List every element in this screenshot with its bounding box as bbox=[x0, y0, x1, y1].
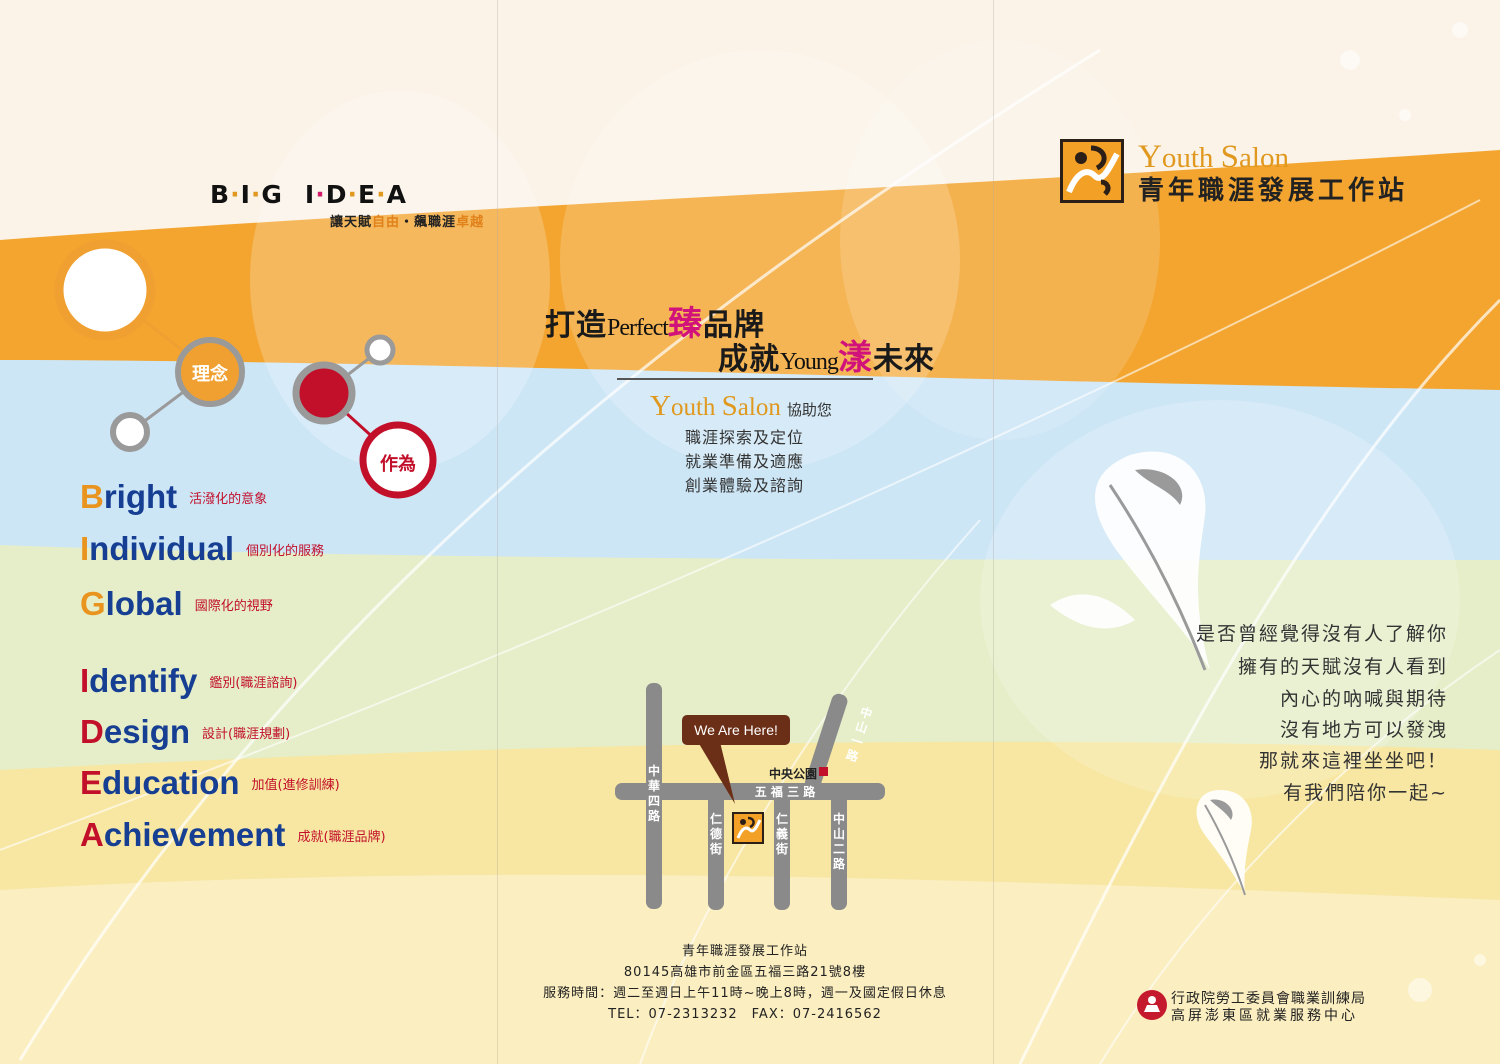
agency-logo-icon bbox=[1137, 990, 1167, 1020]
headline-divider bbox=[617, 378, 873, 380]
contact-info: TEL：07-2313232 FAX：07-2416562 bbox=[608, 1007, 882, 1022]
assist-item: 創業體驗及諮詢 bbox=[685, 476, 805, 495]
road-zhongshan2 bbox=[831, 790, 847, 910]
park-label: 中央公園 bbox=[769, 767, 818, 781]
assist-item: 就業準備及適應 bbox=[685, 452, 805, 471]
small-feather-icon bbox=[1196, 790, 1252, 896]
concept-label: 理念 bbox=[192, 364, 228, 385]
headline-line-1: 打造Perfect臻品牌 bbox=[545, 304, 765, 344]
location-logo-icon bbox=[732, 812, 764, 844]
feather-icon bbox=[1050, 451, 1210, 671]
assist-item: 職涯探索及定位 bbox=[685, 428, 805, 447]
action-label: 作為 bbox=[380, 454, 416, 475]
label-renyi: 仁義街 bbox=[775, 812, 788, 856]
label-wufu: 五 福 三 路 bbox=[754, 785, 816, 799]
headline-line-2: 成就Young漾未來 bbox=[718, 338, 935, 378]
location-bubble: We Are Here! bbox=[682, 715, 790, 745]
poem-line: 擁有的天賦沒有人看到 bbox=[1237, 656, 1448, 678]
logo-title-en: Youth Salon bbox=[1138, 139, 1289, 175]
address-name: 青年職涯發展工作站 bbox=[681, 944, 808, 959]
road-rende bbox=[708, 790, 724, 910]
service-hours: 服務時間：週二至週日上午11時~晚上8時，週一及國定假日休息 bbox=[543, 986, 947, 1001]
road-renyi bbox=[774, 790, 790, 910]
concept-diagram bbox=[54, 239, 437, 499]
label-zhonghua: 中華四路 bbox=[647, 764, 660, 823]
poem-line: 那就來這裡坐坐吧！ bbox=[1258, 750, 1448, 772]
poem-line: 有我們陪你一起~ bbox=[1283, 782, 1448, 804]
youth-salon-logo-icon bbox=[1060, 139, 1124, 203]
poem-line: 內心的吶喊與期待 bbox=[1279, 688, 1448, 710]
poem-line: 沒有地方可以發洩 bbox=[1279, 719, 1448, 741]
logo-title-zh: 青年職涯發展工作站 bbox=[1138, 176, 1409, 206]
fold-line-right bbox=[993, 0, 994, 1064]
big-idea-slogan: 讓天賦自由・飆職涯卓越 bbox=[330, 215, 485, 230]
address-street: 80145高雄市前金區五福三路21號8樓 bbox=[623, 965, 867, 980]
fold-line-left bbox=[497, 0, 498, 1064]
poem-line: 是否曾經覺得沒有人了解你 bbox=[1195, 623, 1448, 645]
label-zhongshan2: 中山二路 bbox=[832, 812, 845, 871]
bubble-tail bbox=[698, 742, 735, 804]
agency-name-1: 行政院勞工委員會職業訓練局 bbox=[1171, 991, 1366, 1007]
agency-name-2: 高屏澎東區就業服務中心 bbox=[1171, 1008, 1358, 1024]
label-rende: 仁德街 bbox=[709, 812, 722, 856]
park-marker bbox=[819, 767, 828, 776]
